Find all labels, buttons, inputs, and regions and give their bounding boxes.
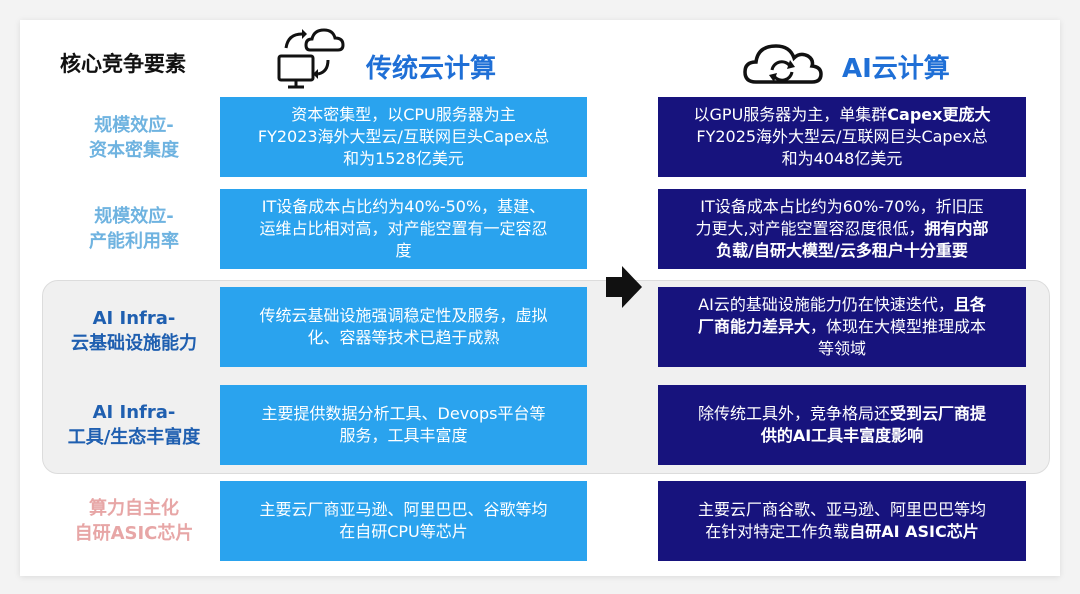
traditional-box-cloud-infrastructure: 传统云基础设施强调稳定性及服务，虚拟 化、容器等技术已趋于成熟 bbox=[220, 287, 587, 367]
ai-box-asic-chips: 主要云厂商谷歌、亚马逊、阿里巴巴等均 在针对特定工作负载自研AI ASIC芯片 bbox=[658, 481, 1026, 561]
traditional-cloud-title: 传统云计算 bbox=[366, 54, 497, 84]
ai-box-tools-ecosystem: 除传统工具外，竞争格局还受到云厂商提 供的AI工具丰富度影响 bbox=[658, 385, 1026, 465]
row-label-tools-ecosystem: AI Infra- 工具/生态丰富度 bbox=[67, 402, 201, 448]
right-arrow-icon bbox=[606, 266, 642, 308]
traditional-box-asic-chips: 主要云厂商亚马逊、阿里巴巴、谷歌等均 在自研CPU等芯片 bbox=[220, 481, 587, 561]
traditional-box-capacity-utilization: IT设备成本占比约为40%-50%，基建、 运维占比相对高，对产能空置有一定容忍… bbox=[220, 189, 587, 269]
ai-box-capital-intensity: 以GPU服务器为主，单集群Capex更庞大 FY2025海外大型云/互联网巨头C… bbox=[658, 97, 1026, 177]
cloud-computer-sync-icon bbox=[277, 28, 345, 89]
row-label-asic-chips: 算力自主化 自研ASIC芯片 bbox=[74, 498, 194, 544]
row-label-capital-intensity: 规模效应- 资本密集度 bbox=[89, 115, 179, 161]
cloud-sync-icon bbox=[743, 44, 823, 84]
traditional-box-tools-ecosystem: 主要提供数据分析工具、Devops平台等 服务，工具丰富度 bbox=[220, 385, 587, 465]
factors-title: 核心竞争要素 bbox=[60, 52, 186, 76]
ai-box-capacity-utilization: IT设备成本占比约为60%-70%，折旧压 力更大,对产能空置容忍度很低，拥有内… bbox=[658, 189, 1026, 269]
traditional-box-capital-intensity: 资本密集型，以CPU服务器为主 FY2023海外大型云/互联网巨头Capex总 … bbox=[220, 97, 587, 177]
ai-box-cloud-infrastructure: AI云的基础设施能力仍在快速迭代，且各 厂商能力差异大，体现在大模型推理成本 等… bbox=[658, 287, 1026, 367]
ai-cloud-title: AI云计算 bbox=[842, 54, 950, 84]
row-label-capacity-utilization: 规模效应- 产能利用率 bbox=[89, 206, 179, 252]
row-label-cloud-infrastructure: AI Infra- 云基础设施能力 bbox=[71, 308, 197, 354]
